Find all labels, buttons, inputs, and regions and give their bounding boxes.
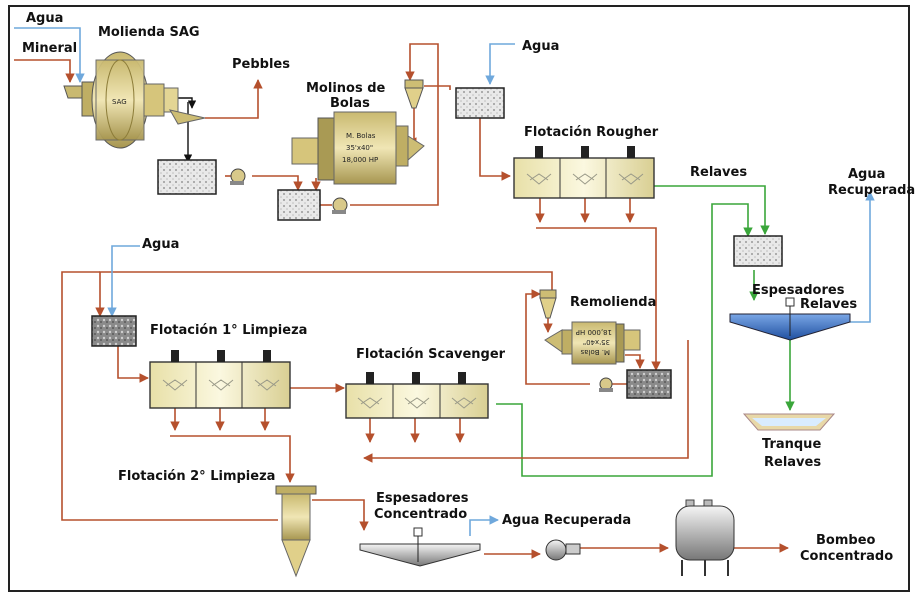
tailings-thickener <box>729 297 851 341</box>
label-relaves: Relaves <box>690 165 747 180</box>
tailings-dam <box>742 413 836 431</box>
regrind-sump <box>626 369 672 399</box>
label-agua-recuperada-2: Recuperada <box>828 183 915 198</box>
regrind-cyclone <box>539 289 557 319</box>
regrind-label-1: M. Bolas <box>580 348 610 356</box>
pump <box>332 197 348 214</box>
conditioner-tank <box>455 87 505 119</box>
pump <box>599 377 613 392</box>
label-bombeo-concentrado: Concentrado <box>800 549 893 564</box>
label-agua-cleaner: Agua <box>142 237 179 252</box>
label-espesadores-concentrado-1: Espesadores <box>376 491 469 506</box>
cleaner-feed-tank <box>91 315 137 347</box>
label-agua-recuperada-h: Agua Recuperada <box>502 513 631 528</box>
label-flotacion-scavenger: Flotación Scavenger <box>356 347 506 362</box>
label-flotacion-rougher: Flotación Rougher <box>524 125 659 140</box>
tailings-sump <box>733 235 783 267</box>
labels: Agua Mineral Molienda SAG Pebbles Molino… <box>22 11 915 564</box>
sump-tank <box>157 159 217 195</box>
rougher-flotation-cells <box>513 146 655 199</box>
regrind-label-3: 18,000 HP <box>576 328 612 336</box>
mill-label-1: M. Bolas <box>346 132 376 140</box>
label-mineral: Mineral <box>22 41 77 56</box>
label-molinos-de: Molinos de <box>306 81 386 96</box>
column-cell <box>275 485 317 578</box>
label-remolienda: Remolienda <box>570 295 656 310</box>
regrind-label-2: 35'x40" <box>583 338 610 346</box>
label-espesadores-concentrado-2: Concentrado <box>374 507 467 522</box>
label-tranque: Tranque <box>762 437 821 452</box>
label-agua-rougher: Agua <box>522 39 559 54</box>
concentrate-storage-tank <box>675 499 735 576</box>
label-flotacion-2-limpieza: Flotación 2° Limpieza <box>118 469 275 484</box>
label-espesadores-relaves-1: Espesadores <box>752 283 845 298</box>
regrind-mill: M. Bolas 35'x40" 18,000 HP <box>544 321 641 365</box>
label-bolas: Bolas <box>330 96 370 111</box>
label-flotacion-1-limpieza: Flotación 1° Limpieza <box>150 323 307 338</box>
sag-mill: SAG <box>63 51 206 149</box>
sump-tank <box>277 189 321 221</box>
scavenger-flotation-cells <box>345 372 489 419</box>
label-agua-sag: Agua <box>26 11 63 26</box>
label-agua-recuperada-1: Agua <box>848 167 885 182</box>
pump <box>230 168 246 185</box>
label-pebbles: Pebbles <box>232 57 290 72</box>
concentrate-thickener <box>359 527 481 567</box>
hydrocyclone <box>404 79 424 109</box>
mill-label-3: 18,000 HP <box>342 156 378 164</box>
label-molienda-sag: Molienda SAG <box>98 25 200 40</box>
label-bombeo: Bombeo <box>816 533 876 548</box>
label-espesadores-relaves-2: Relaves <box>800 297 857 312</box>
label-tranque-relaves: Relaves <box>764 455 821 470</box>
first-cleaner-flotation-cells <box>149 350 291 409</box>
concentrate-pump <box>545 539 581 561</box>
sag-label: SAG <box>112 98 127 106</box>
ball-mill: M. Bolas 35'x40" 18,000 HP <box>291 111 425 185</box>
mill-label-2: 35'x40" <box>346 144 373 152</box>
